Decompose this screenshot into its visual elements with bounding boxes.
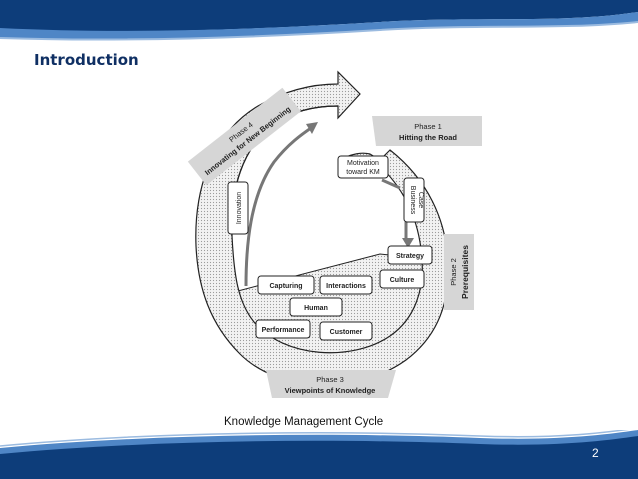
svg-text:Business: Business [409,186,416,215]
phase2-title: Phase 2 [449,258,458,286]
box-customer: Customer [319,321,373,341]
spiral-arrow-body [195,70,449,386]
box-capturing: Capturing [257,275,315,295]
box-innovation: Innovation [227,181,249,235]
top-banner [0,0,638,41]
box-human: Human [289,297,343,317]
svg-text:Innovation: Innovation [236,192,243,224]
svg-text:toward KM: toward KM [346,169,380,176]
figure-caption: Knowledge Management Cycle [224,416,384,428]
km-cycle-diagram: Phase 4 Innovating for New Beginning Pha… [176,66,512,408]
bottom-banner [0,430,638,479]
phase1-band: Phase 1 Hitting the Road [372,116,482,146]
svg-text:Case: Case [417,192,424,208]
svg-text:Capturing: Capturing [269,283,302,290]
box-business-case: Business Case [403,177,425,223]
svg-text:Culture: Culture [390,277,415,284]
svg-text:Performance: Performance [262,327,305,334]
box-performance: Performance [255,319,311,339]
page-number: 2 [592,446,599,460]
svg-text:Strategy: Strategy [396,253,424,260]
phase2-subtitle: Prerequisites [460,245,470,299]
phase1-subtitle: Hitting the Road [399,133,457,142]
svg-text:Customer: Customer [330,329,363,336]
phase3-band: Phase 3 Viewpoints of Knowledge [266,370,396,398]
phase3-title: Phase 3 [316,375,344,384]
box-culture: Culture [379,269,425,289]
phase3-subtitle: Viewpoints of Knowledge [285,386,376,395]
phase2-band: Phase 2 Prerequisites [444,234,474,310]
phase1-title: Phase 1 [414,122,442,131]
box-motivation: Motivation toward KM [337,155,389,179]
page-title: Introduction [34,51,139,69]
svg-text:Motivation: Motivation [347,160,379,167]
svg-text:Human: Human [304,305,328,312]
svg-text:Interactions: Interactions [326,283,366,290]
box-interactions: Interactions [319,275,373,295]
box-strategy: Strategy [387,245,433,265]
